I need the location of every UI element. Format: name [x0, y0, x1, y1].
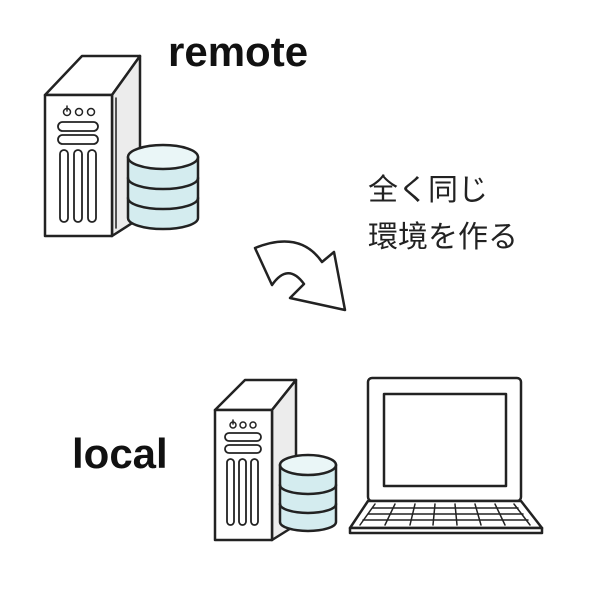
- caption-line-1: 全く同じ: [368, 173, 488, 208]
- remote-server-icon: [43, 54, 142, 238]
- curved-arrow-icon: [253, 240, 347, 312]
- laptop-icon: [348, 376, 544, 535]
- local-database-icon: [278, 453, 338, 533]
- caption-line-2: 環境を作る: [368, 220, 518, 255]
- remote-label: remote: [168, 28, 309, 75]
- local-label: local: [72, 430, 168, 477]
- remote-database-icon: [126, 143, 200, 231]
